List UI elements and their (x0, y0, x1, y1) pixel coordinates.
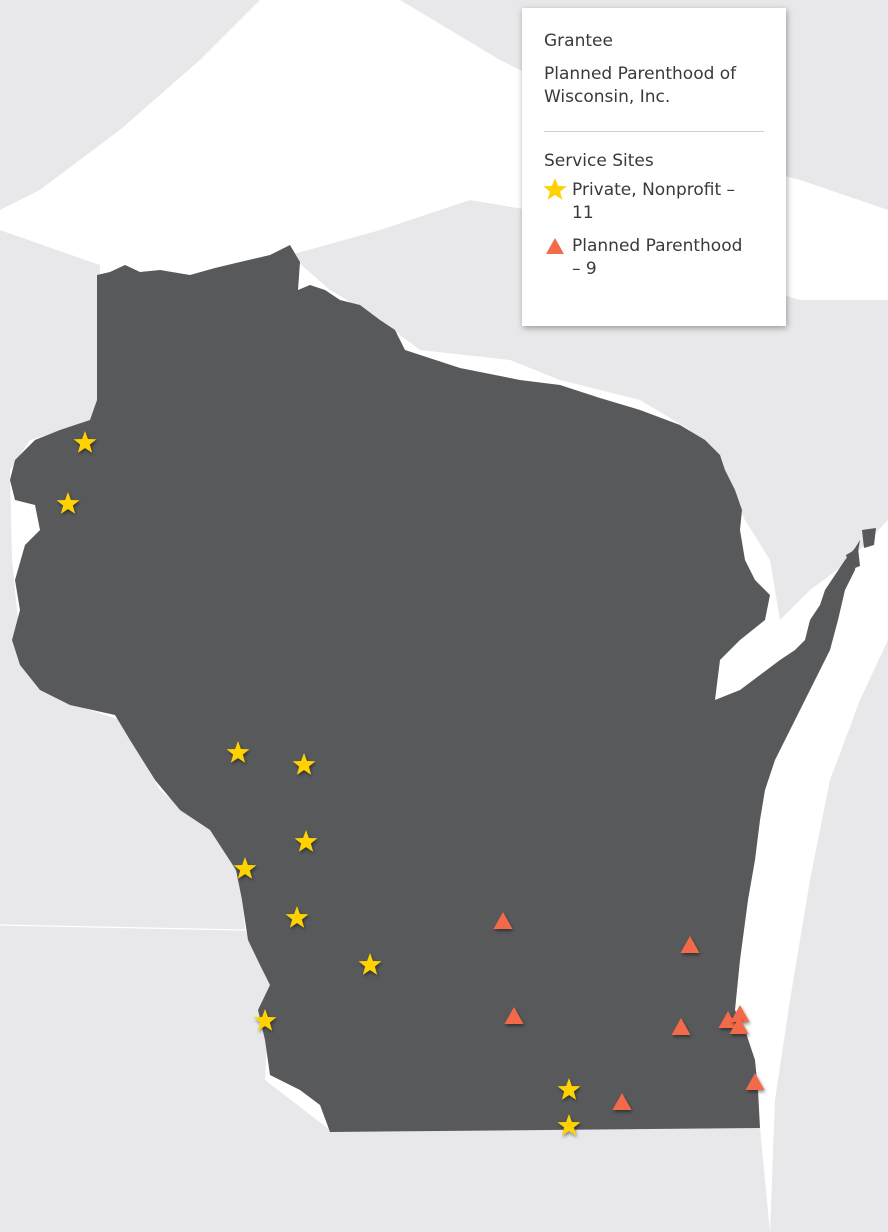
site-marker-planned-parenthood-1 (493, 912, 513, 929)
site-marker-planned-parenthood-7 (729, 1017, 749, 1034)
neighbor-illinois (330, 1128, 770, 1232)
grantee-name: Planned Parenthood of Wisconsin, Inc. (544, 64, 737, 107)
site-marker-planned-parenthood-9 (612, 1093, 632, 1110)
legend-label-private-nonprofit: Private, Nonprofit – 11 (572, 180, 736, 223)
legend-item-private-nonprofit: Private, Nonprofit – 11 (543, 178, 764, 225)
site-marker-private-nonprofit-6 (233, 857, 257, 879)
site-marker-private-nonprofit-11 (557, 1114, 581, 1136)
site-marker-private-nonprofit-7 (285, 906, 309, 928)
site-marker-planned-parenthood-5 (718, 1011, 738, 1028)
legend-divider (544, 131, 764, 132)
state-border-line (0, 924, 246, 931)
grantee-heading: Grantee (544, 31, 613, 51)
site-marker-private-nonprofit-10 (557, 1078, 581, 1100)
service-sites-heading: Service Sites (544, 151, 654, 171)
washington-island (846, 548, 860, 570)
legend-label-planned-parenthood: Planned Parenthood – 9 (572, 236, 743, 279)
legend-box: Grantee Planned Parenthood of Wisconsin,… (522, 8, 786, 326)
site-marker-private-nonprofit-5 (294, 830, 318, 852)
site-marker-private-nonprofit-3 (226, 741, 250, 763)
star-icon (543, 178, 572, 202)
door-peninsula-tip (862, 528, 876, 548)
site-marker-private-nonprofit-1 (73, 431, 97, 453)
site-marker-private-nonprofit-4 (292, 753, 316, 775)
site-marker-private-nonprofit-9 (253, 1009, 277, 1031)
site-marker-planned-parenthood-4 (671, 1018, 691, 1035)
neighbor-minnesota (0, 230, 380, 1232)
neighbor-arrowhead (0, 0, 260, 210)
site-marker-planned-parenthood-3 (504, 1007, 524, 1024)
legend-item-planned-parenthood: Planned Parenthood – 9 (544, 235, 764, 281)
site-marker-planned-parenthood-8 (745, 1073, 765, 1090)
site-marker-planned-parenthood-2 (680, 936, 700, 953)
neighbor-lower-michigan (770, 640, 888, 1232)
triangle-icon (544, 235, 572, 258)
service-site-markers (56, 431, 765, 1136)
site-marker-private-nonprofit-8 (358, 953, 382, 975)
wisconsin-state (10, 245, 860, 1132)
site-marker-planned-parenthood-6 (730, 1005, 750, 1022)
site-marker-private-nonprofit-2 (56, 492, 80, 514)
